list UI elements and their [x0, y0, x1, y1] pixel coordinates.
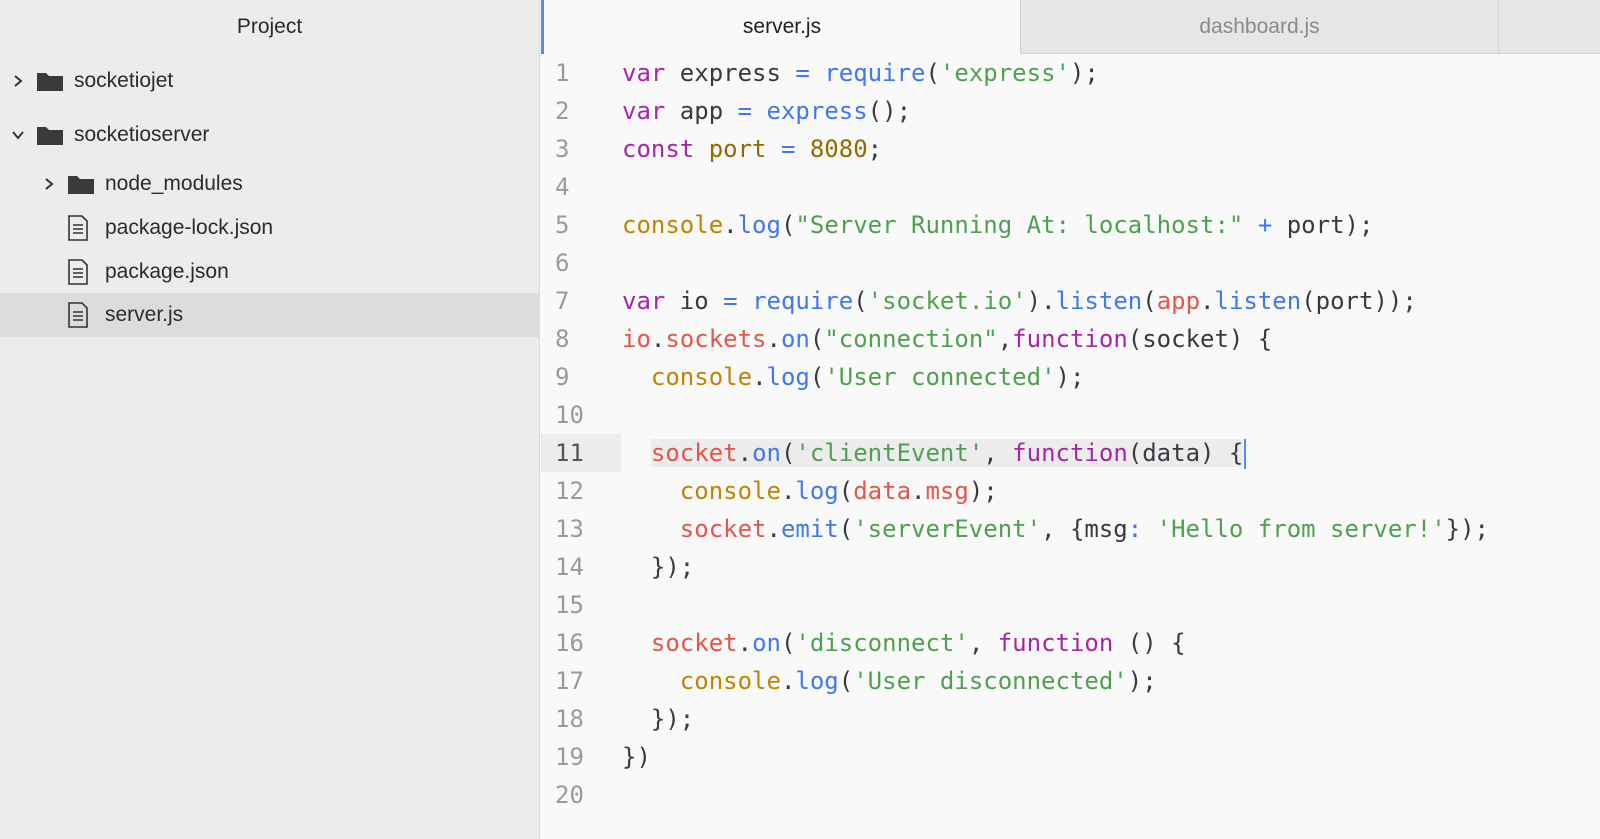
- chevron-right-icon[interactable]: [39, 174, 59, 194]
- tab-label: dashboard.js: [1199, 14, 1320, 38]
- code-line[interactable]: 16 socket.on('disconnect', function () {: [541, 624, 1600, 662]
- code-line[interactable]: 20: [541, 776, 1600, 814]
- file-icon: [67, 215, 89, 241]
- code-line[interactable]: 1 var express = require('express');: [541, 54, 1600, 92]
- tree-item-node-modules[interactable]: node_modules: [0, 162, 540, 206]
- folder-icon: [36, 124, 64, 146]
- tab-bar: server.js dashboard.js: [541, 0, 1600, 54]
- tree-item-package-lock-json[interactable]: package-lock.json: [0, 206, 540, 250]
- code-line[interactable]: 11 socket.on('clientEvent', function(dat…: [541, 434, 1600, 472]
- line-number: 13: [555, 515, 584, 543]
- code-line[interactable]: 15: [541, 586, 1600, 624]
- code-line[interactable]: 3 const port = 8080;: [541, 130, 1600, 168]
- code-text[interactable]: console.log(data.msg);: [679, 477, 998, 505]
- tree-item-label: node_modules: [105, 172, 243, 195]
- code-text[interactable]: console.log('User connected');: [650, 363, 1085, 391]
- code-line[interactable]: 10: [541, 396, 1600, 434]
- line-number: 3: [555, 135, 570, 163]
- chevron-right-icon[interactable]: [8, 71, 28, 91]
- tree-item-label: package.json: [105, 260, 229, 283]
- tree-item-label: socketiojet: [74, 69, 174, 92]
- chevron-down-icon[interactable]: [8, 125, 28, 145]
- line-number: 1: [555, 59, 570, 87]
- code-line[interactable]: 2 var app = express();: [541, 92, 1600, 130]
- sidebar-title: Project: [236, 15, 303, 38]
- code-text[interactable]: console.log("Server Running At: localhos…: [622, 211, 1374, 239]
- folder-icon: [67, 173, 95, 195]
- text-cursor: [1244, 439, 1247, 469]
- tab-label: server.js: [742, 15, 822, 38]
- project-sidebar: Project socketiojet socketioserver node_…: [0, 0, 540, 839]
- line-number: 20: [555, 781, 584, 809]
- tab-server-js[interactable]: server.js: [541, 0, 1020, 54]
- line-number: 15: [555, 591, 584, 619]
- line-number: 11: [541, 434, 621, 472]
- code-text[interactable]: socket.on('clientEvent', function(data) …: [622, 434, 1247, 472]
- current-line-highlight: socket.on('clientEvent', function(data) …: [650, 439, 1244, 467]
- line-number: 2: [555, 97, 570, 125]
- code-line[interactable]: 8 io.sockets.on("connection",function(soc…: [541, 320, 1600, 358]
- line-number: 12: [555, 477, 584, 505]
- code-line[interactable]: 12 console.log(data.msg);: [541, 472, 1600, 510]
- code-text[interactable]: });: [622, 553, 695, 581]
- tree-item-socketiojet[interactable]: socketiojet: [0, 59, 540, 103]
- code-text[interactable]: var io = require('socket.io').listen(app…: [622, 287, 1417, 315]
- code-text[interactable]: socket.emit('serverEvent', {msg: 'Hello …: [679, 515, 1489, 543]
- code-text[interactable]: console.log('User disconnected');: [679, 667, 1157, 695]
- tree-item-server-js[interactable]: server.js: [0, 293, 540, 337]
- tree-item-label: package-lock.json: [105, 216, 274, 239]
- line-number: 18: [555, 705, 584, 733]
- line-number: 19: [555, 743, 584, 771]
- line-number: 7: [555, 287, 570, 315]
- line-number: 16: [555, 629, 584, 657]
- code-line[interactable]: 7 var io = require('socket.io').listen(ap…: [541, 282, 1600, 320]
- tree-item-socketioserver[interactable]: socketioserver: [0, 113, 540, 157]
- code-line[interactable]: 19}): [541, 738, 1600, 776]
- code-text[interactable]: socket.on('disconnect', function () {: [650, 629, 1186, 657]
- tree-item-label: socketioserver: [74, 123, 210, 146]
- code-line[interactable]: 4: [541, 168, 1600, 206]
- tab-bar-empty-area: [1498, 0, 1600, 54]
- code-line[interactable]: 9 console.log('User connected');: [541, 358, 1600, 396]
- line-number: 5: [555, 211, 570, 239]
- folder-icon: [36, 70, 64, 92]
- code-text[interactable]: });: [622, 705, 695, 733]
- code-line[interactable]: 5 console.log("Server Running At: localho…: [541, 206, 1600, 244]
- code-text[interactable]: var express = require('express');: [622, 59, 1099, 87]
- line-number: 4: [555, 173, 570, 201]
- line-number: 17: [555, 667, 584, 695]
- code-text[interactable]: const port = 8080;: [622, 135, 883, 163]
- tree-item-package-json[interactable]: package.json: [0, 250, 540, 294]
- code-text[interactable]: io.sockets.on("connection",function(sock…: [622, 325, 1273, 353]
- tree-item-label: server.js: [105, 303, 184, 326]
- tab-dashboard-js[interactable]: dashboard.js: [1020, 0, 1498, 54]
- line-number: 9: [555, 363, 570, 391]
- line-number: 10: [555, 401, 584, 429]
- code-line[interactable]: 18 });: [541, 700, 1600, 738]
- file-icon: [67, 259, 89, 285]
- line-number: 6: [555, 249, 570, 277]
- code-line[interactable]: 17 console.log('User disconnected');: [541, 662, 1600, 700]
- code-line[interactable]: 6: [541, 244, 1600, 282]
- code-line[interactable]: 13 socket.emit('serverEvent', {msg: 'Hel…: [541, 510, 1600, 548]
- code-text[interactable]: }): [622, 743, 651, 771]
- line-number: 14: [555, 553, 584, 581]
- file-icon: [67, 302, 89, 328]
- code-line[interactable]: 14 });: [541, 548, 1600, 586]
- line-number: 8: [555, 325, 570, 353]
- code-text[interactable]: var app = express();: [622, 97, 912, 125]
- code-editor[interactable]: 1 var express = require('express'); 2 var a…: [541, 54, 1600, 839]
